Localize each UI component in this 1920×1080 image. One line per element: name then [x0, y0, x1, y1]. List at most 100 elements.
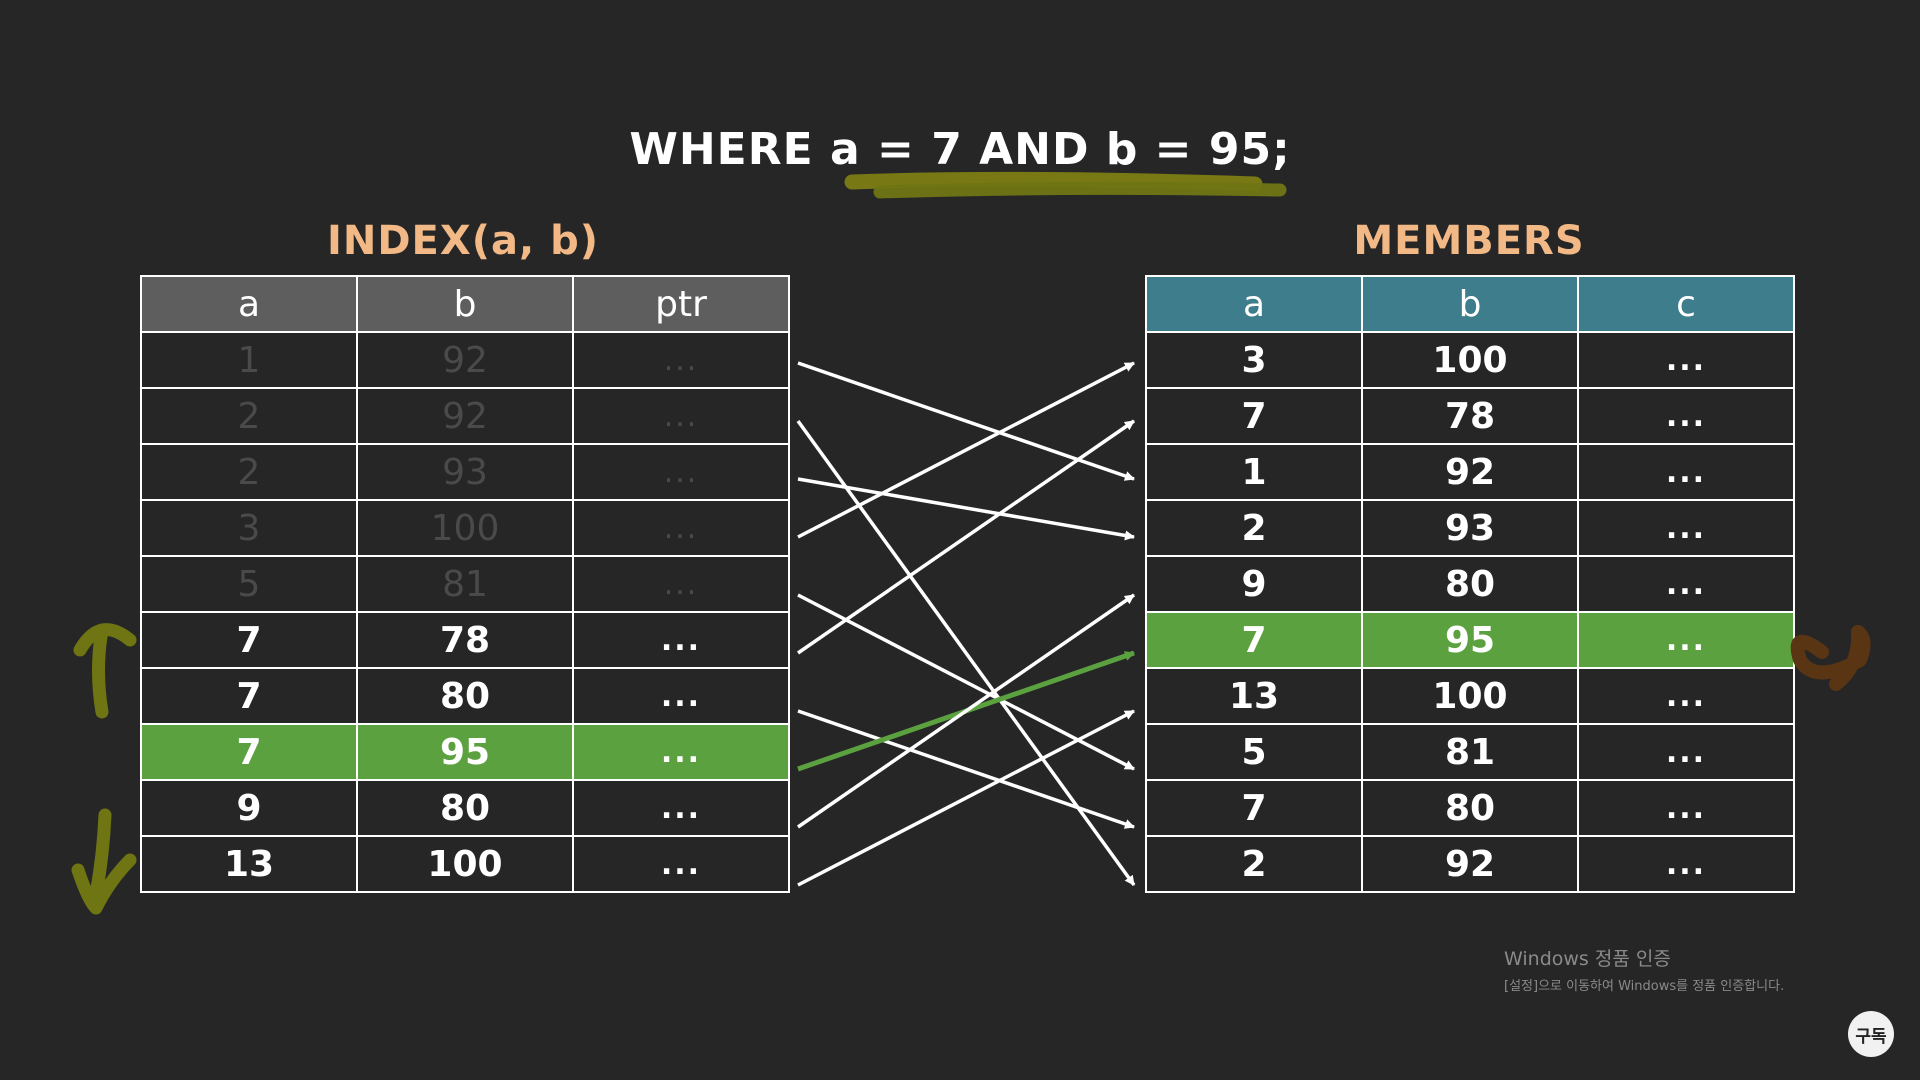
members-row: 1 92 ... — [1145, 443, 1795, 501]
index-row: 5 81 ... — [140, 555, 790, 613]
members-header-b: b — [1361, 275, 1579, 333]
index-cell-a: 13 — [140, 835, 358, 893]
query-underline-stroke — [873, 181, 1287, 199]
watermark-title: Windows 정품 인증 — [1504, 948, 1671, 970]
pointer-arrow — [797, 709, 1135, 829]
index-row: 2 93 ... — [140, 443, 790, 501]
members-row: 2 92 ... — [1145, 835, 1795, 893]
index-cell-b: 95 — [356, 723, 574, 781]
members-header-row: a b c — [1145, 275, 1795, 333]
index-cell-ptr: ... — [572, 443, 790, 501]
pointer-arrow — [797, 477, 1135, 541]
pointer-arrow — [797, 593, 1135, 829]
index-cell-b: 93 — [356, 443, 574, 501]
members-cell-c: ... — [1577, 723, 1795, 781]
members-header-c: c — [1577, 275, 1795, 333]
members-cell-c: ... — [1577, 331, 1795, 389]
members-row: 5 81 ... — [1145, 723, 1795, 781]
index-row: 7 78 ... — [140, 611, 790, 669]
index-row: 7 80 ... — [140, 667, 790, 725]
index-cell-a: 7 — [140, 611, 358, 669]
pointer-arrow — [797, 593, 1135, 771]
members-row: 3 100 ... — [1145, 331, 1795, 389]
pointer-arrow — [797, 709, 1135, 887]
members-cell-a: 9 — [1145, 555, 1363, 613]
members-cell-a: 13 — [1145, 667, 1363, 725]
members-cell-b: 92 — [1361, 835, 1579, 893]
members-row: 2 93 ... — [1145, 499, 1795, 557]
index-cell-ptr: ... — [572, 499, 790, 557]
members-cell-c: ... — [1577, 443, 1795, 501]
index-cell-b: 78 — [356, 611, 574, 669]
scan-up-annotation — [73, 623, 137, 719]
index-cell-b: 100 — [356, 499, 574, 557]
members-cell-b: 81 — [1361, 723, 1579, 781]
index-cell-b: 80 — [356, 667, 574, 725]
members-cell-b: 78 — [1361, 387, 1579, 445]
index-row: 1 92 ... — [140, 331, 790, 389]
members-row: 7 80 ... — [1145, 779, 1795, 837]
members-cell-a: 3 — [1145, 331, 1363, 389]
members-row: 7 78 ... — [1145, 387, 1795, 445]
index-header-row: a b ptr — [140, 275, 790, 333]
index-row: 7 95 ... — [140, 723, 790, 781]
scan-down-annotation — [71, 808, 137, 915]
members-cell-a: 2 — [1145, 499, 1363, 557]
members-cell-c: ... — [1577, 499, 1795, 557]
pointer-arrow — [797, 361, 1135, 539]
match-annotation — [1790, 625, 1871, 691]
watermark-subtitle: [설정]으로 이동하여 Windows를 정품 인증합니다. — [1504, 979, 1785, 994]
index-row: 2 92 ... — [140, 387, 790, 445]
index-cell-a: 7 — [140, 667, 358, 725]
members-cell-b: 100 — [1361, 667, 1579, 725]
index-cell-a: 3 — [140, 499, 358, 557]
arrow-layer — [796, 361, 1136, 887]
index-row: 13 100 ... — [140, 835, 790, 893]
members-row: 7 95 ... — [1145, 611, 1795, 669]
index-header-ptr: ptr — [572, 275, 790, 333]
members-cell-c: ... — [1577, 835, 1795, 893]
index-row: 3 100 ... — [140, 499, 790, 557]
members-table-title: MEMBERS — [1353, 218, 1585, 264]
index-cell-ptr: ... — [572, 387, 790, 445]
index-cell-a: 7 — [140, 723, 358, 781]
index-header-b: b — [356, 275, 574, 333]
members-cell-b: 92 — [1361, 443, 1579, 501]
index-cell-a: 1 — [140, 331, 358, 389]
pointer-arrow — [796, 419, 1136, 887]
members-cell-c: ... — [1577, 667, 1795, 725]
subscribe-button[interactable]: 구독 — [1848, 1011, 1894, 1057]
index-cell-ptr: ... — [572, 555, 790, 613]
members-cell-a: 7 — [1145, 611, 1363, 669]
index-cell-a: 2 — [140, 387, 358, 445]
members-cell-c: ... — [1577, 779, 1795, 837]
query-text: WHERE a = 7 AND b = 95; — [629, 124, 1291, 175]
pointer-arrow — [797, 419, 1135, 655]
index-cell-a: 5 — [140, 555, 358, 613]
index-table-title: INDEX(a, b) — [326, 218, 600, 264]
members-cell-b: 80 — [1361, 779, 1579, 837]
index-cell-ptr: ... — [572, 611, 790, 669]
index-cell-ptr: ... — [572, 331, 790, 389]
index-cell-a: 2 — [140, 443, 358, 501]
windows-activation-watermark: Windows 정품 인증 [설정]으로 이동하여 Windows를 정품 인증… — [1504, 944, 1784, 994]
index-cell-ptr: ... — [572, 723, 790, 781]
members-cell-b: 95 — [1361, 611, 1579, 669]
index-row: 9 80 ... — [140, 779, 790, 837]
members-cell-a: 1 — [1145, 443, 1363, 501]
index-table: a b ptr 1 92 ... 2 92 ... 2 93 ... 3 100… — [140, 275, 790, 893]
index-cell-a: 9 — [140, 779, 358, 837]
index-cell-ptr: ... — [572, 667, 790, 725]
index-cell-b: 92 — [356, 387, 574, 445]
members-cell-b: 93 — [1361, 499, 1579, 557]
index-cell-b: 100 — [356, 835, 574, 893]
members-cell-c: ... — [1577, 611, 1795, 669]
index-cell-b: 80 — [356, 779, 574, 837]
index-cell-ptr: ... — [572, 779, 790, 837]
index-cell-ptr: ... — [572, 835, 790, 893]
members-cell-b: 100 — [1361, 331, 1579, 389]
members-cell-a: 5 — [1145, 723, 1363, 781]
index-cell-b: 92 — [356, 331, 574, 389]
members-cell-b: 80 — [1361, 555, 1579, 613]
pointer-arrow — [797, 361, 1135, 481]
